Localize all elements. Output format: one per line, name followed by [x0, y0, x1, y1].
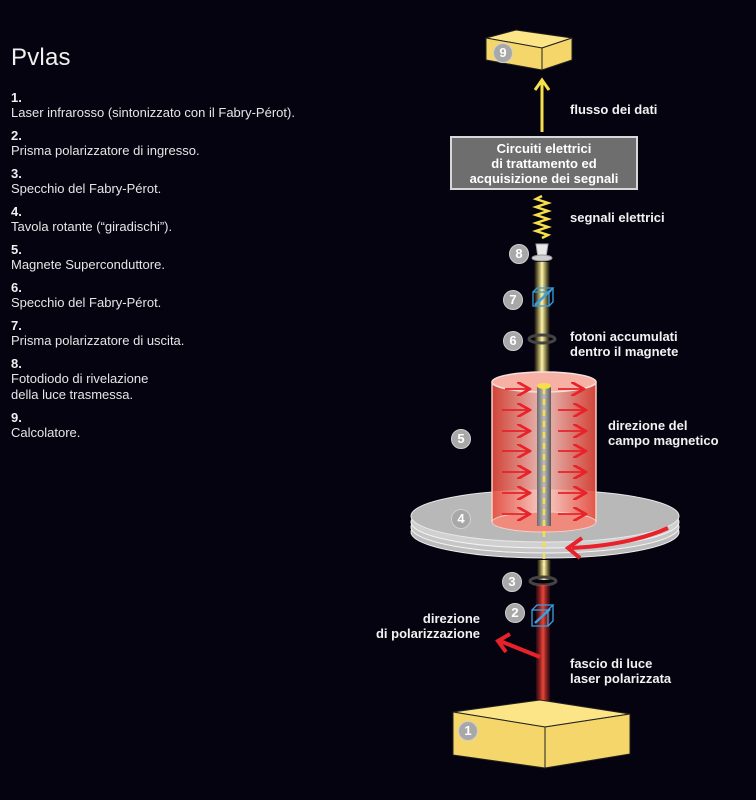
legend-text: Calcolatore. — [11, 425, 81, 440]
legend-item: 2.Prisma polarizzatore di ingresso. — [11, 128, 341, 159]
badge-5: 5 — [451, 429, 471, 449]
legend-number: 1. — [11, 90, 22, 105]
rotation-arrow — [564, 526, 669, 560]
legend-text: Specchio del Fabry-Pérot. — [11, 181, 162, 196]
photodiode — [531, 243, 553, 262]
legend-text: Magnete Superconduttore. — [11, 257, 165, 272]
legend-item: 1.Laser infrarosso (sintonizzato con il … — [11, 90, 341, 121]
legend-item: 8.Fotodiodo di rivelazione della luce tr… — [11, 356, 341, 403]
label-accumulated-photons: fotoni accumulati dentro il magnete — [570, 329, 679, 359]
polarization-arrow — [495, 632, 541, 659]
legend-item: 4.Tavola rotante (“giradischi”). — [11, 204, 341, 235]
label-polarized-laser-beam: fascio di luce laser polarizzata — [570, 656, 672, 686]
yellow-beam — [534, 262, 550, 382]
legend-number: 2. — [11, 128, 22, 143]
legend-number: 7. — [11, 318, 22, 333]
output-prism — [532, 287, 555, 307]
legend-text: Prisma polarizzatore di uscita. — [11, 333, 185, 348]
badge-3: 3 — [502, 572, 522, 592]
legend-number: 6. — [11, 280, 22, 295]
label-electric-signals: segnali elettrici — [570, 210, 665, 225]
legend-item: 6.Specchio del Fabry-Pérot. — [11, 280, 341, 311]
legend-number: 9. — [11, 410, 22, 425]
vacuum-tube — [537, 383, 551, 565]
badge-2: 2 — [505, 603, 525, 623]
yellow-beam-lower — [537, 560, 551, 580]
legend-number: 8. — [11, 356, 22, 371]
legend-text: Fotodiodo di rivelazione della luce tras… — [11, 371, 149, 402]
badge-4: 4 — [451, 509, 471, 529]
legend-item: 5.Magnete Superconduttore. — [11, 242, 341, 273]
electric-signal-zigzag — [532, 194, 552, 240]
input-prism — [531, 604, 555, 627]
signal-processing-circuits-box: Circuiti elettrici di trattamento ed acq… — [450, 136, 638, 190]
badge-6: 6 — [503, 331, 523, 351]
legend-text: Laser infrarosso (sintonizzato con il Fa… — [11, 105, 295, 120]
label-data-flow: flusso dei dati — [570, 102, 658, 117]
data-flow-arrow — [533, 77, 551, 132]
legend-item: 3.Specchio del Fabry-Pérot. — [11, 166, 341, 197]
legend-list: 1.Laser infrarosso (sintonizzato con il … — [11, 90, 341, 448]
magnetic-field-arrows — [502, 389, 584, 514]
legend-number: 5. — [11, 242, 22, 257]
badge-1: 1 — [458, 721, 478, 741]
mirror-3 — [528, 575, 558, 587]
legend-number: 3. — [11, 166, 22, 181]
legend-text: Specchio del Fabry-Pérot. — [11, 295, 162, 310]
legend-text: Tavola rotante (“giradischi”). — [11, 219, 173, 234]
badge-7: 7 — [503, 290, 523, 310]
legend-item: 9.Calcolatore. — [11, 410, 341, 441]
label-magnetic-field-direction: direzione del campo magnetico — [608, 418, 719, 448]
label-polarization-direction: direzione di polarizzazione — [375, 611, 480, 641]
badge-8: 8 — [509, 244, 529, 264]
legend-text: Prisma polarizzatore di ingresso. — [11, 143, 200, 158]
mirror-6 — [527, 333, 557, 345]
page-title: Pvlas — [11, 44, 71, 71]
legend-item: 7.Prisma polarizzatore di uscita. — [11, 318, 341, 349]
laser-box — [452, 699, 631, 769]
badge-9: 9 — [493, 43, 513, 63]
legend-number: 4. — [11, 204, 22, 219]
